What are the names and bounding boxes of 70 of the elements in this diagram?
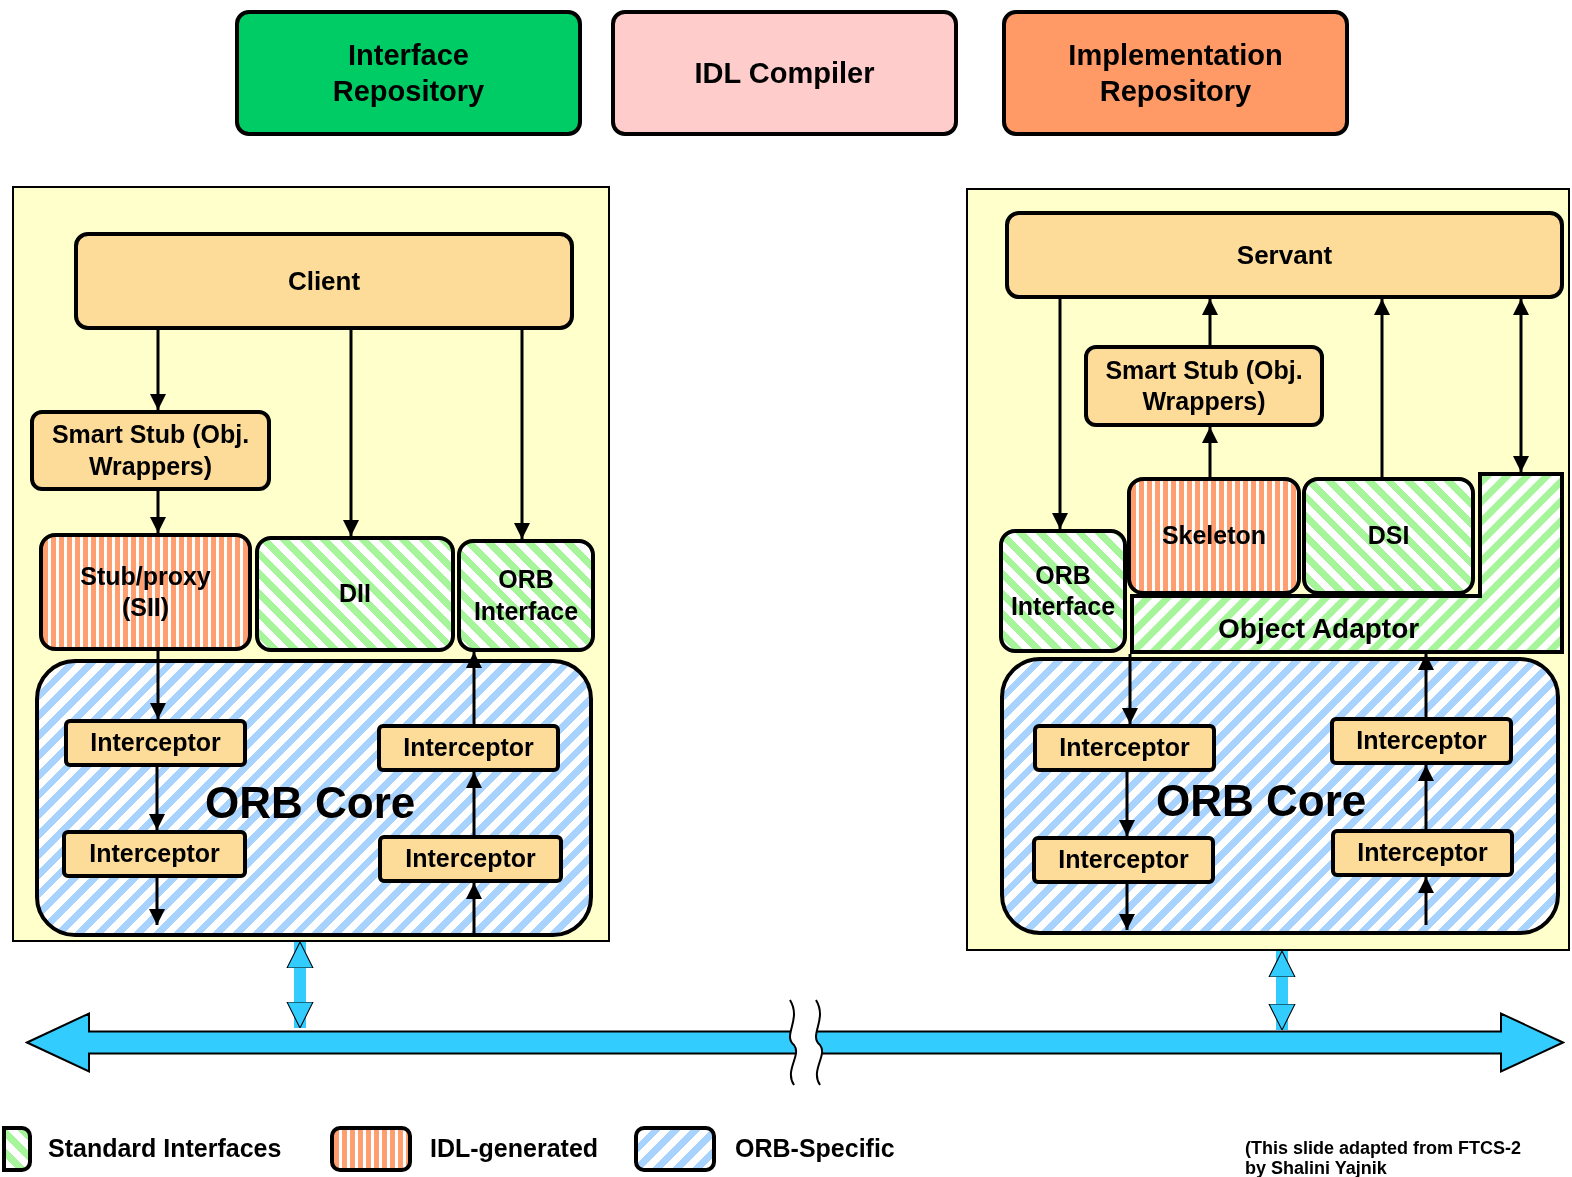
source-note: (This slide adapted from FTCS-2 (1245, 1139, 1522, 1159)
process-box (377, 724, 560, 772)
process-box (1002, 10, 1349, 136)
process-box (30, 410, 271, 491)
panel-background (12, 186, 610, 942)
core-title: ORB Core (205, 777, 416, 829)
box-label: Interceptor (1357, 837, 1488, 869)
process-box (1084, 345, 1324, 427)
arrow (343, 330, 359, 536)
box-label: Smart Stub (Obj. Wrappers) (1104, 354, 1304, 417)
legend-label: Standard Interfaces (48, 1134, 282, 1163)
panel-background (966, 188, 1570, 951)
legend-label: IDL-generated (430, 1134, 599, 1163)
box-label: Implementation Repository (1067, 37, 1284, 109)
interface-box (999, 529, 1127, 653)
arrow (514, 330, 530, 539)
arrow (150, 491, 166, 533)
arrow (1374, 299, 1390, 477)
box-label: Object Adaptor (1218, 612, 1420, 646)
arrow (466, 883, 482, 933)
legend-label: ORB-Specific (735, 1134, 895, 1163)
box-label: Interceptor (1058, 844, 1189, 876)
process-box (1032, 836, 1215, 884)
generated-box (1127, 477, 1301, 595)
core-title: ORB Core (1156, 775, 1367, 827)
box-label: Client (287, 264, 361, 298)
box-label: Interceptor (90, 727, 221, 759)
box-label: Interceptor (403, 732, 534, 764)
generated-box (39, 533, 252, 651)
arrow (1202, 427, 1218, 477)
box-label: Interceptor (1356, 725, 1487, 757)
process-box (62, 830, 247, 878)
process-box (74, 232, 574, 330)
arrow (1202, 299, 1218, 345)
box-label: IDL Compiler (694, 55, 875, 91)
process-box (1331, 829, 1514, 877)
arrow (1418, 877, 1434, 925)
process-box (378, 835, 563, 883)
process-box (1330, 717, 1513, 765)
box-label: ORB Interface (472, 564, 580, 627)
adaptor-box (1130, 472, 1564, 654)
process-box (1033, 724, 1216, 772)
orb-core-box (1000, 657, 1560, 935)
arrow (1122, 654, 1138, 724)
arrow (150, 651, 166, 719)
interface-box (255, 536, 455, 652)
arrow (150, 330, 166, 410)
box-label: Interceptor (89, 838, 220, 870)
box-label: Interceptor (1059, 732, 1190, 764)
box-label: DII (339, 578, 371, 610)
source-note: by Shalini Yajnik (1245, 1159, 1387, 1177)
arrow (1119, 772, 1135, 836)
interface-box (457, 539, 595, 652)
box-label: Interceptor (405, 843, 536, 875)
arrow (149, 878, 165, 925)
box-label: Servant (1236, 238, 1333, 272)
arrow (1513, 299, 1529, 472)
process-box (611, 10, 958, 136)
orb-core-box (35, 659, 593, 937)
double-arrow (286, 941, 314, 1029)
box-label: ORB Interface (1009, 559, 1117, 622)
double-arrow (1268, 950, 1296, 1031)
box-label: Interface Repository (331, 37, 486, 109)
process-box (235, 10, 582, 136)
box-label: Smart Stub (Obj. Wrappers) (50, 419, 251, 482)
process-box (1005, 211, 1564, 299)
arrow (1052, 299, 1068, 529)
box-label: DSI (1367, 520, 1410, 552)
process-box (64, 719, 247, 767)
interface-box (1302, 477, 1475, 595)
